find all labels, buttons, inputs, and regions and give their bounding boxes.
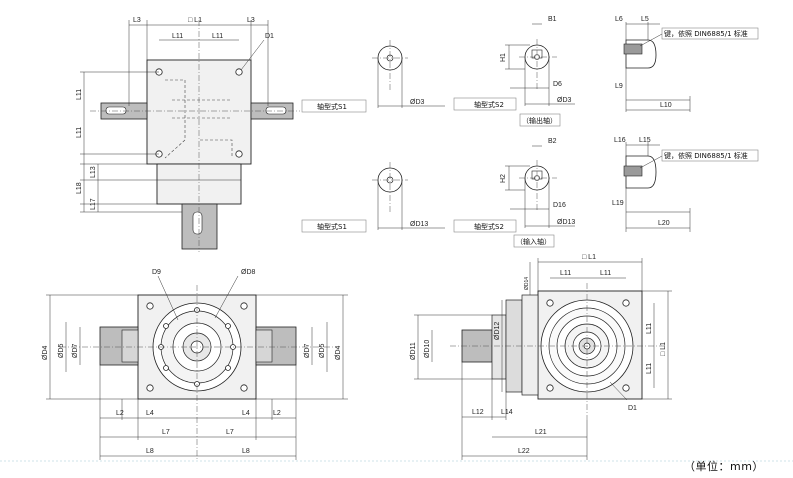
output-s2-label: 轴型式S2 — [474, 100, 504, 109]
input-l16: L16 — [614, 137, 626, 144]
input-key-note: 键，依照 DIN6885/1 标准 — [664, 151, 748, 160]
front-view: L3 □ L1 L3 L11 L11 D1 L11 L11 L13 L18 L1… — [76, 17, 300, 252]
unit-note: （单位：mm） — [684, 460, 764, 473]
side-l7-left: L7 — [162, 429, 170, 436]
bottom-l12: L12 — [472, 409, 484, 416]
side-d5-left: ØD5 — [58, 344, 65, 359]
output-d6: D6 — [553, 81, 562, 88]
dim-l3-left: L3 — [133, 17, 141, 24]
side-l4-right: L4 — [242, 410, 250, 417]
side-d5-right: ØD5 — [319, 344, 326, 359]
dim-l11-right: L11 — [212, 33, 223, 40]
input-l20: L20 — [658, 220, 670, 227]
output-b1: B1 — [548, 16, 557, 23]
side-l4-left: L4 — [146, 410, 154, 417]
bottom-v-l11-bottom: L11 — [646, 363, 653, 374]
output-h1: H1 — [500, 53, 507, 62]
dim-d1: D1 — [265, 33, 274, 40]
input-l19: L19 — [612, 200, 624, 207]
bottom-l21: L21 — [535, 429, 547, 436]
side-d8: ØD8 — [241, 269, 256, 276]
output-d3-left: ØD3 — [410, 99, 425, 106]
input-d13-right: ØD13 — [557, 219, 575, 226]
side-l2-right: L2 — [273, 410, 281, 417]
bottom-l22: L22 — [518, 448, 530, 455]
input-s2-label: 轴型式S2 — [474, 222, 504, 231]
side-l7-right: L7 — [226, 429, 234, 436]
side-d4-left: ØD4 — [42, 346, 49, 361]
dim-l11-left: L11 — [172, 33, 183, 40]
output-d3-right: ØD3 — [557, 97, 572, 104]
input-d16: D16 — [553, 202, 566, 209]
output-l6: L6 — [615, 16, 623, 23]
output-caption: （输出轴） — [522, 116, 557, 125]
bottom-view: □ L1 L11 L11 ØD14 ØD11 ØD10 ØD12 L11 L11… — [410, 254, 672, 460]
bottom-l1-top: □ L1 — [582, 254, 596, 261]
dim-l17: L17 — [90, 198, 97, 210]
dim-l3-right: L3 — [247, 17, 255, 24]
bottom-d12: ØD12 — [494, 322, 501, 340]
output-s1-label: 轴型式S1 — [317, 102, 347, 111]
dim-v-l11-top: L11 — [76, 89, 83, 100]
output-l9: L9 — [615, 83, 623, 90]
output-l10: L10 — [660, 102, 672, 109]
side-d9: D9 — [152, 269, 161, 276]
bottom-v-l11-top: L11 — [646, 323, 653, 334]
bottom-d10: ØD10 — [424, 340, 431, 358]
bottom-d1: D1 — [628, 405, 637, 412]
input-s1-label: 轴型式S1 — [317, 222, 347, 231]
output-shaft-details: 轴型式S1 ØD3 B1 H1 D6 轴型式S2 ØD3 （输出轴） L6 — [301, 16, 759, 127]
dim-v-l11-bottom: L11 — [76, 127, 83, 138]
input-h2: H2 — [500, 174, 507, 183]
output-l5: L5 — [641, 16, 649, 23]
input-shaft-details: 轴型式S1 ØD13 B2 H2 D16 轴型式S2 ØD13 （输入轴） L1… — [301, 137, 759, 248]
side-l8-left: L8 — [146, 448, 154, 455]
side-d7-left: ØD7 — [72, 344, 79, 359]
bottom-l11-right: L11 — [600, 270, 611, 277]
dim-l18: L18 — [76, 182, 83, 194]
side-view: D9 ØD8 ØD4 ØD5 ØD7 ØD7 ØD5 ØD4 L2 L4 L4 … — [42, 269, 348, 460]
side-l8-right: L8 — [242, 448, 250, 455]
input-l15: L15 — [639, 137, 651, 144]
bottom-l11-left: L11 — [560, 270, 571, 277]
bottom-l14: L14 — [501, 409, 513, 416]
input-d13-left: ØD13 — [410, 221, 428, 228]
bottom-bolt-holes — [546, 299, 630, 392]
dim-l1: □ L1 — [188, 17, 202, 24]
side-l2-left: L2 — [116, 410, 124, 417]
dim-l13: L13 — [90, 166, 97, 178]
side-d7-right: ØD7 — [304, 344, 311, 359]
output-key-note: 键，依照 DIN6885/1 标准 — [664, 29, 748, 38]
input-caption: （输入轴） — [516, 237, 551, 246]
side-d4-right: ØD4 — [335, 346, 342, 361]
input-b2: B2 — [548, 138, 557, 145]
bottom-d11: ØD11 — [410, 342, 417, 360]
bottom-d14: ØD14 — [524, 277, 530, 290]
bottom-v-l1: □ L1 — [660, 342, 667, 356]
